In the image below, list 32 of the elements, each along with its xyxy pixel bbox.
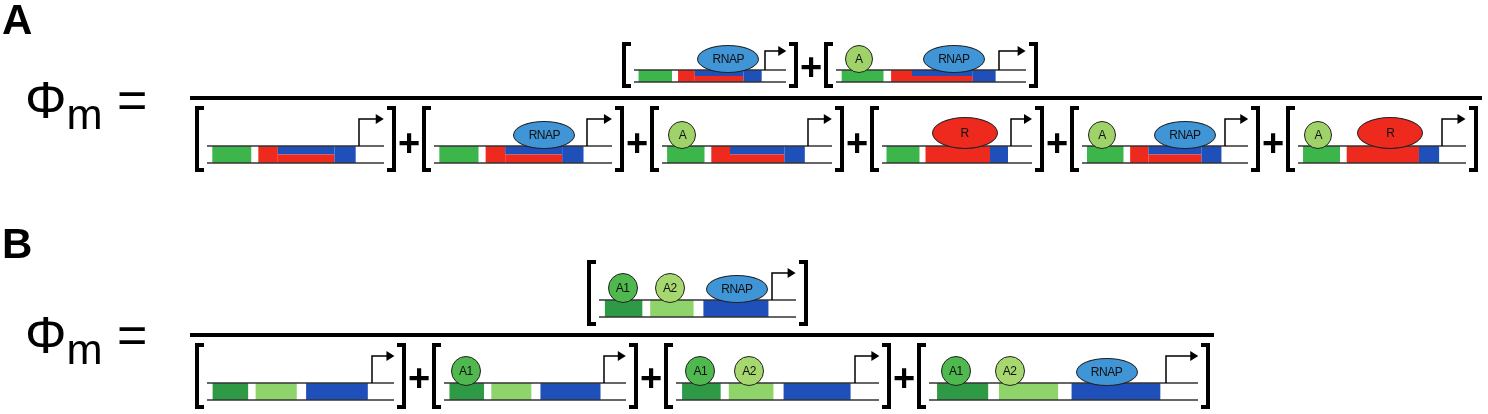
activator-circle: A2	[734, 356, 765, 386]
activator-circle: A1	[685, 356, 716, 386]
activator-circle: A	[1087, 121, 1116, 149]
activator-circle: A1	[940, 356, 971, 386]
rnap-ellipse: RNAP	[697, 45, 760, 73]
plus-sign: +	[626, 124, 648, 162]
rnap-ellipse: RNAP	[705, 275, 768, 303]
activator-circle: A1	[450, 356, 481, 386]
rnap-ellipse: RNAP	[513, 121, 576, 149]
equation-symbol: Φ$_{m}$ =	[25, 305, 148, 376]
rnap-ellipse: RNAP	[922, 45, 985, 73]
activator-circle: A	[668, 121, 697, 149]
activator-circle: A2	[654, 273, 685, 303]
activator-circle: A1	[607, 273, 638, 303]
repressor-ellipse: R	[931, 117, 998, 149]
panel-letter: A	[2, 0, 33, 42]
rnap-ellipse: RNAP	[1075, 358, 1138, 386]
plus-sign: +	[1046, 124, 1068, 162]
activator-circle: A2	[994, 356, 1025, 386]
panel-letter: B	[2, 222, 33, 266]
plus-sign: +	[1262, 124, 1284, 162]
plus-sign: +	[408, 359, 430, 397]
activator-circle: A	[844, 45, 873, 73]
plus-sign: +	[800, 48, 822, 86]
plus-sign: +	[640, 359, 662, 397]
rnap-ellipse: RNAP	[1153, 121, 1216, 149]
plus-sign: +	[398, 124, 420, 162]
equation-symbol: Φ$_{m}$ =	[25, 70, 148, 141]
plus-sign: +	[893, 359, 915, 397]
plus-sign: +	[846, 124, 868, 162]
repressor-ellipse: R	[1357, 117, 1424, 149]
activator-circle: A	[1304, 121, 1333, 149]
